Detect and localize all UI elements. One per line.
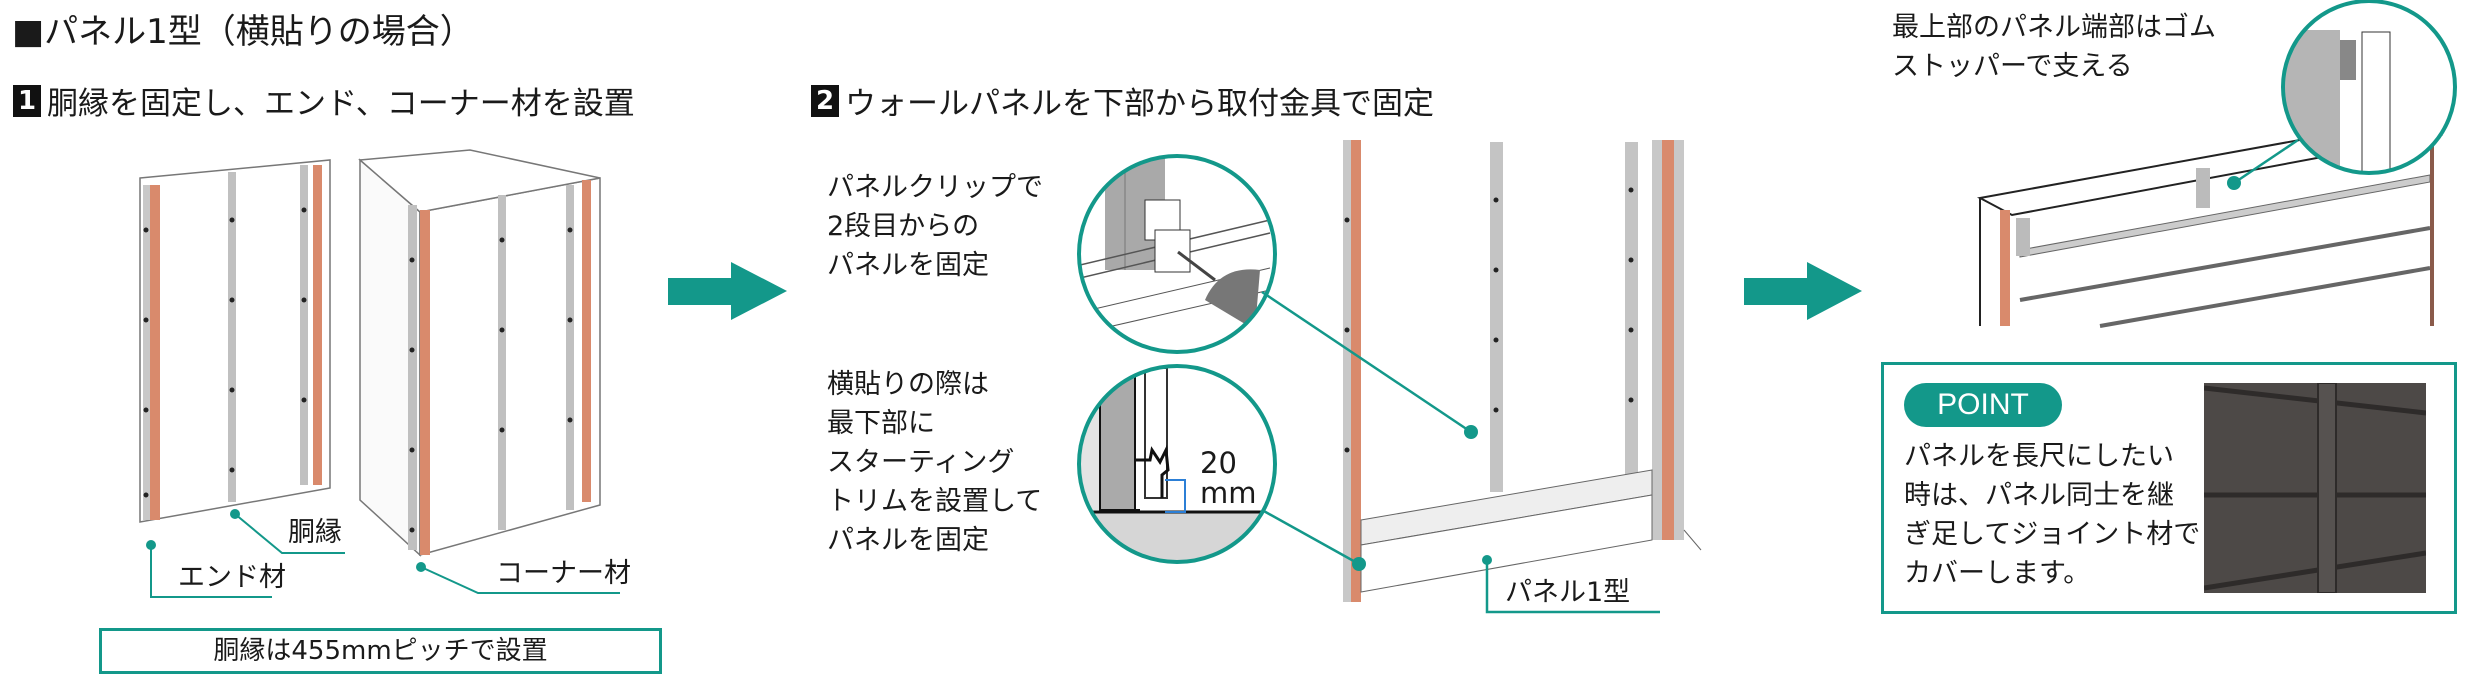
dimension-unit: mm <box>1200 476 1257 510</box>
page-title: ■パネル1型（横貼りの場合） <box>12 12 474 52</box>
text-line: スターティング <box>827 447 1015 478</box>
arrow-right-icon <box>1744 262 1862 320</box>
text-line: 最下部に <box>827 408 935 439</box>
clip-note: パネルクリップで 2段目からの パネルを固定 <box>827 168 1043 285</box>
text-line: 横貼りの際は <box>827 369 989 400</box>
dimension-label: 20 mm <box>1200 448 1257 508</box>
text-line: パネルを固定 <box>827 250 989 281</box>
stopper-note: 最上部のパネル端部はゴム ストッパーで支える <box>1892 8 2216 86</box>
pitch-note-box: 胴縁は455mmピッチで設置 <box>99 628 662 674</box>
rubber-stopper-detail <box>2284 2 2454 172</box>
furring-strip <box>228 172 236 502</box>
text-line: カバーします。 <box>1904 558 2091 589</box>
step-2-heading: 2 ウォールパネルを下部から取付金具で固定 <box>811 78 1434 123</box>
point-box: POINT パネルを長尺にしたい 時は、パネル同士を継 ぎ足してジョイント材で … <box>1881 362 2457 614</box>
wall-frame-illustration <box>1343 140 1702 602</box>
text-line: パネルクリップで <box>827 172 1043 203</box>
label-panel-type: パネル1型 <box>1505 577 1631 608</box>
joint-photo <box>2204 383 2426 593</box>
corner-trim <box>420 210 430 555</box>
starting-trim-detail <box>1080 367 1274 561</box>
text-line: ストッパーで支える <box>1892 51 2133 82</box>
text-line: 時は、パネル同士を継 <box>1904 480 2174 511</box>
arrow-right-icon <box>668 262 787 320</box>
text-line: 最上部のパネル端部はゴム <box>1892 12 2216 43</box>
step-number: 1 <box>13 84 41 117</box>
step-1-title: 胴縁を固定し、エンド、コーナー材を設置 <box>47 86 635 122</box>
step-2-title: ウォールパネルを下部から取付金具で固定 <box>845 86 1434 122</box>
dimension-value: 20 <box>1200 446 1237 480</box>
text-line: パネルを長尺にしたい <box>1904 441 2174 472</box>
end-trim <box>150 185 160 520</box>
label-furring: 胴縁 <box>288 517 342 548</box>
point-badge: POINT <box>1904 383 2062 427</box>
text-line: ぎ足してジョイント材で <box>1904 519 2201 550</box>
point-text: パネルを長尺にしたい 時は、パネル同士を継 ぎ足してジョイント材で カバーします… <box>1904 437 2200 593</box>
step-number: 2 <box>811 84 839 117</box>
text-line: トリムを設置して <box>827 486 1043 517</box>
label-end-trim: エンド材 <box>178 562 286 593</box>
label-corner-trim: コーナー材 <box>496 558 631 589</box>
panel-clip-detail <box>1080 157 1274 351</box>
furring-wall-illustration <box>139 149 601 557</box>
trim-note: 横貼りの際は 最下部に スターティング トリムを設置して パネルを固定 <box>827 365 1042 560</box>
text-line: パネルを固定 <box>827 525 989 556</box>
text-line: 2段目からの <box>827 211 980 242</box>
step-1-heading: 1 胴縁を固定し、エンド、コーナー材を設置 <box>13 78 635 123</box>
